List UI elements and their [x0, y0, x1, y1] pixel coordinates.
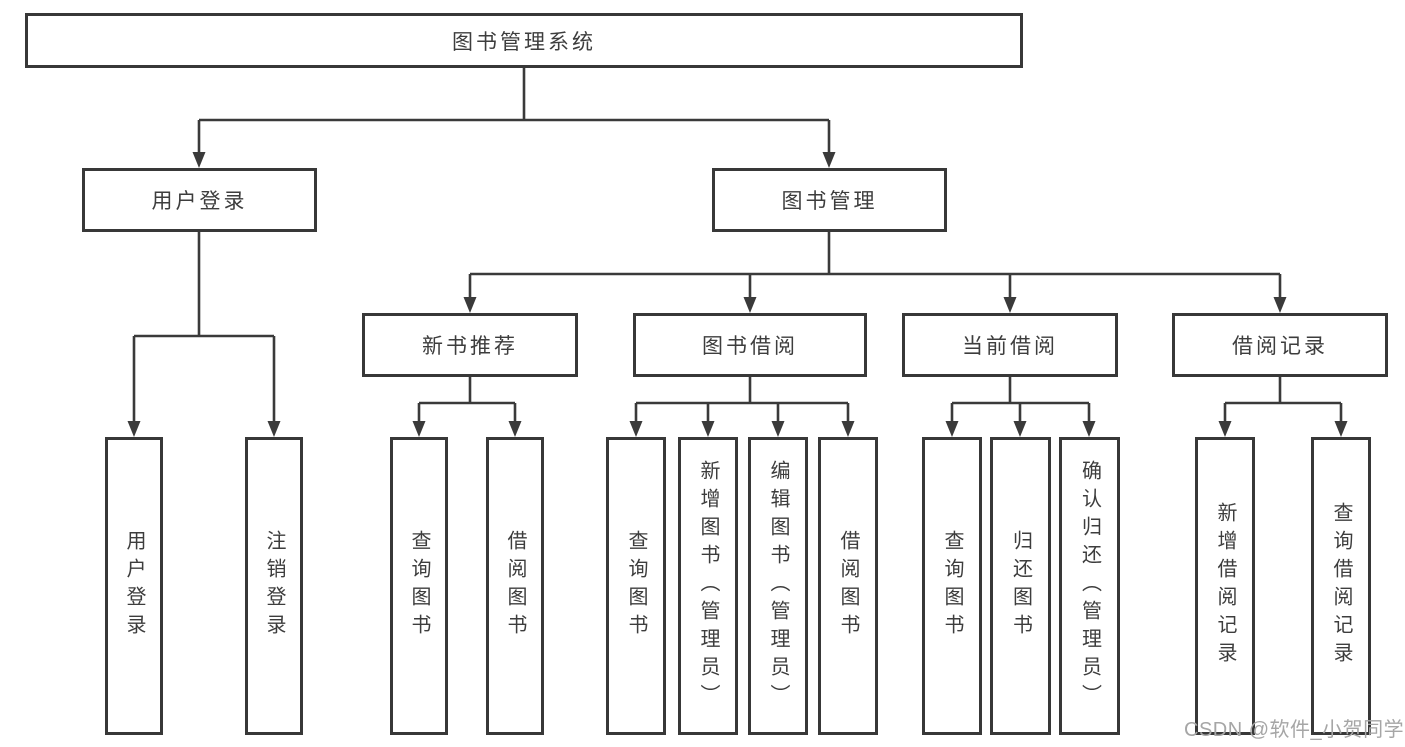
node-label: 归还图书 — [1009, 530, 1032, 642]
node-label: 查询借阅记录 — [1330, 502, 1352, 670]
node-book-management: 图书管理 — [712, 168, 947, 232]
leaf-add-book-admin: 新增图书（管理员） — [678, 437, 738, 735]
node-label: 新书推荐 — [422, 335, 518, 358]
node-label: 用户登录 — [151, 190, 248, 213]
node-label: 编辑图书（管理员） — [767, 460, 789, 712]
leaf-confirm-return-admin: 确认归还（管理员） — [1059, 437, 1120, 735]
leaf-query-books-2: 查询图书 — [606, 437, 666, 735]
node-book-borrowing: 图书借阅 — [633, 313, 867, 377]
node-label: 图书管理 — [781, 190, 878, 213]
leaf-borrow-books: 借阅图书 — [486, 437, 544, 735]
node-label: 查询图书 — [941, 530, 963, 642]
node-label: 注销登录 — [263, 530, 285, 642]
node-label: 新增图书（管理员） — [697, 460, 719, 712]
connector-path — [132, 68, 1343, 424]
node-label: 借阅记录 — [1232, 335, 1328, 358]
node-library-management-system: 图书管理系统 — [25, 13, 1023, 68]
leaf-logout: 注销登录 — [245, 437, 303, 735]
node-label: 确认归还（管理员） — [1078, 460, 1101, 712]
node-new-book-recommendation: 新书推荐 — [362, 313, 578, 377]
leaf-return-book: 归还图书 — [990, 437, 1051, 735]
csdn-watermark: CSDN @软件_小贺同学 — [1184, 719, 1405, 741]
node-current-borrowing: 当前借阅 — [902, 313, 1118, 377]
node-label: 用户登录 — [123, 530, 145, 642]
node-label: 图书管理系统 — [452, 30, 596, 54]
node-label: 当前借阅 — [962, 335, 1058, 358]
node-label: 借阅图书 — [504, 530, 526, 642]
node-label: 新增借阅记录 — [1214, 502, 1236, 670]
leaf-query-books-3: 查询图书 — [922, 437, 982, 735]
leaf-edit-book-admin: 编辑图书（管理员） — [748, 437, 808, 735]
node-label: 查询图书 — [408, 530, 430, 642]
node-user-login: 用户登录 — [82, 168, 317, 232]
leaf-query-books: 查询图书 — [390, 437, 448, 735]
node-borrowing-records: 借阅记录 — [1172, 313, 1388, 377]
leaf-query-borrow-record: 查询借阅记录 — [1311, 437, 1371, 735]
node-label: 图书借阅 — [702, 335, 798, 358]
leaf-borrow-books-2: 借阅图书 — [818, 437, 878, 735]
node-label: 借阅图书 — [837, 530, 859, 642]
leaf-user-login: 用户登录 — [105, 437, 163, 735]
leaf-add-borrow-record: 新增借阅记录 — [1195, 437, 1255, 735]
node-label: 查询图书 — [625, 530, 647, 642]
